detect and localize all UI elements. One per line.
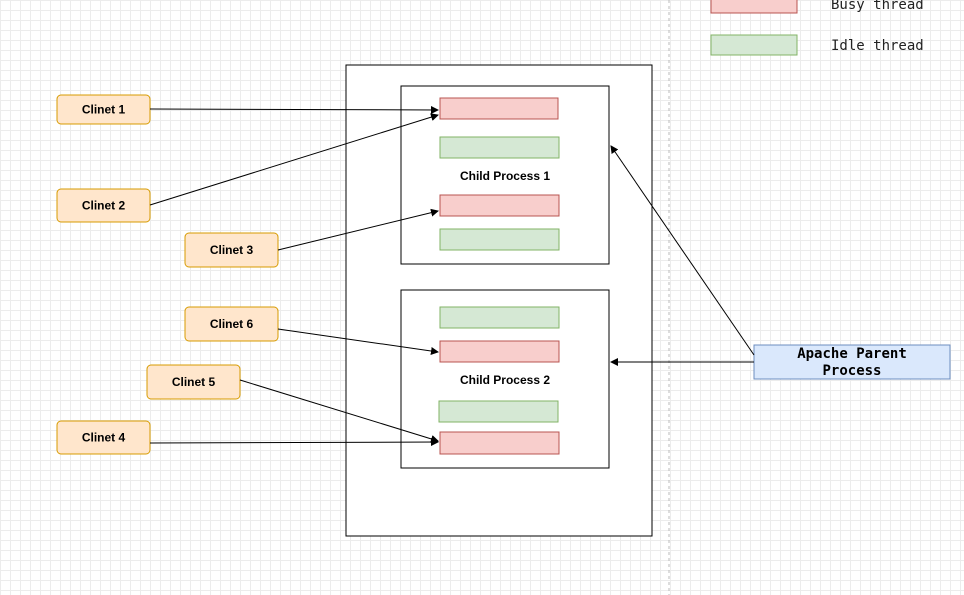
apache-parent-process: Apache Parent Process <box>753 344 951 380</box>
child-process-1: Child Process 1 <box>400 85 610 265</box>
child-process-2: Child Process 2 <box>400 289 610 469</box>
parent-process-label-line2: Process <box>822 363 881 379</box>
arrow-client1-to-busy-thread <box>149 105 439 114</box>
child-process-2-label: Child Process 2 <box>460 373 550 387</box>
thread-busy <box>439 340 560 363</box>
connections <box>149 105 755 447</box>
arrow-client3-to-busy-thread <box>277 208 439 251</box>
client-label: Clinet 6 <box>210 317 254 331</box>
thread-idle <box>439 228 560 251</box>
client-node-6: Clinet 6 <box>184 306 279 342</box>
arrow-client5-to-busy-thread <box>239 379 439 443</box>
parent-process-label-line1: Apache Parent <box>797 346 907 362</box>
arrow-parent-to-child-process-1 <box>610 145 755 356</box>
client-label: Clinet 5 <box>172 375 216 389</box>
arrow-client6-to-busy-thread <box>277 328 439 355</box>
client-node-5: Clinet 5 <box>146 364 241 400</box>
client-label: Clinet 4 <box>82 431 126 445</box>
client-node-4: Clinet 4 <box>56 420 151 455</box>
child-process-1-label: Child Process 1 <box>460 169 550 183</box>
client-node-1: Clinet 1 <box>56 94 151 125</box>
legend-idle-swatch <box>710 34 798 56</box>
client-label: Clinet 3 <box>210 243 254 257</box>
thread-idle <box>438 400 559 423</box>
legend-idle-label: Idle thread <box>831 38 924 54</box>
client-label: Clinet 1 <box>82 103 126 117</box>
legend-busy-label: Busy thread <box>831 0 924 13</box>
parent-process-box <box>753 344 951 380</box>
thread-busy <box>439 97 559 120</box>
client-label: Clinet 2 <box>82 199 126 213</box>
arrow-client4-to-busy-thread <box>149 438 439 447</box>
thread-busy <box>439 431 560 455</box>
thread-busy <box>439 194 560 217</box>
arrow-client2-to-busy-thread <box>149 113 439 206</box>
legend-busy-swatch <box>710 0 798 14</box>
client-node-3: Clinet 3 <box>184 232 279 268</box>
legend: Busy thread Idle thread <box>710 0 924 56</box>
thread-idle <box>439 306 560 329</box>
thread-idle <box>439 136 560 159</box>
client-node-2: Clinet 2 <box>56 188 151 223</box>
